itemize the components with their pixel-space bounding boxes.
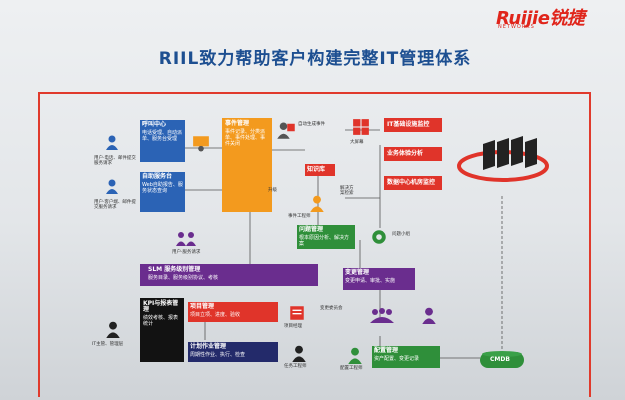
change-management-text: 变更申请、审批、实施 — [345, 278, 396, 284]
change-implementer-icon — [422, 307, 436, 324]
config-management-box[interactable]: 配置管理 资产配置、变更记录 — [372, 346, 440, 368]
brand-sub: NETWORKS — [498, 24, 535, 30]
kpi-report-text: 绩效考核、报表统计 — [143, 315, 179, 327]
diagram-frame — [38, 92, 591, 397]
infra-monitor-title: IT基础设施监控 — [387, 121, 430, 128]
self-service-text: Web自助报告、服务状态查询 — [142, 182, 183, 194]
cmdb-label: CMDB — [490, 356, 510, 363]
label-user-web: 用户·客户端、邮件提交服务请求 — [94, 200, 136, 210]
config-management-title: 配置管理 — [374, 347, 399, 354]
call-center-box: 呼叫中心 电话受理、自动派单、服务台受理 — [140, 120, 185, 162]
manager-icon — [106, 321, 120, 338]
problem-team-icon — [372, 230, 386, 244]
cmdb-database-icon[interactable] — [480, 350, 524, 370]
event-management-box: 事件管理 事件记录、分类派单、事件处理、事件关闭 — [222, 118, 272, 212]
problem-management-title: 问题管理 — [299, 226, 324, 233]
problem-management-box[interactable]: 问题管理 根本原因分析、解决方案 — [297, 225, 355, 249]
label-auto-event: 自动生成事件 — [298, 122, 325, 127]
project-management-title: 项目管理 — [190, 303, 215, 310]
slm-text: 服务目录、服务级别协议、考核 — [148, 275, 219, 281]
infra-monitor-box[interactable]: IT基础设施监控 — [384, 118, 442, 132]
call-center-text: 电话受理、自动派单、服务台受理 — [142, 130, 183, 142]
self-service-box: 自助服务台 Web自助报告、服务状态查询 — [140, 172, 185, 212]
slm-title: SLM 服务级别管理 — [148, 266, 201, 273]
self-service-title: 自助服务台 — [142, 173, 173, 180]
label-config-staff: 配置工程师 — [340, 366, 363, 371]
business-perf-title: 业务体验分析 — [387, 150, 424, 157]
brand-name: Ruijie锐捷 — [496, 8, 585, 29]
label-user-phone: 用户·电话、邮件提交服务请求 — [94, 156, 136, 166]
knowledge-base-box[interactable]: 知识库 — [305, 164, 335, 176]
dc-monitor-title: 数据中心机房监控 — [387, 179, 436, 186]
problem-management-text: 根本原因分析、解决方案 — [299, 235, 350, 247]
label-event-staff: 事件工程师 — [288, 214, 311, 219]
server-rack-icon — [457, 136, 549, 182]
label-problem-staff: 问题小组 — [392, 232, 410, 237]
dc-monitor-box[interactable]: 数据中心机房监控 — [384, 176, 442, 190]
brand-logo: Ruijie锐捷 NETWORKS — [496, 4, 616, 34]
slm-box[interactable]: SLM 服务级别管理 服务目录、服务级别协议、考核 — [140, 264, 318, 286]
service-desk-agent-icon — [193, 136, 209, 152]
kpi-report-box[interactable]: KPI与报表管理 绩效考核、报表统计 — [140, 298, 184, 362]
label-user-request: 用户·服务请求 — [172, 250, 201, 255]
call-center-title: 呼叫中心 — [142, 121, 167, 128]
user-group-icon — [176, 232, 196, 246]
config-management-text: 资产配置、变更记录 — [374, 356, 420, 362]
kpi-report-title: KPI与报表管理 — [143, 300, 179, 313]
change-management-title: 变更管理 — [345, 269, 370, 276]
change-board-icon — [370, 308, 394, 323]
knowledge-base-title: 知识库 — [307, 166, 326, 173]
alarm-operator-icon — [277, 122, 295, 139]
project-management-box[interactable]: 项目管理 项目立项、进度、验收 — [188, 302, 278, 322]
project-manager-icon — [290, 306, 304, 320]
user-icon — [106, 135, 118, 150]
user-icon — [106, 179, 118, 194]
project-management-text: 项目立项、进度、验收 — [190, 312, 241, 318]
task-engineer-icon — [292, 345, 306, 362]
event-management-title: 事件管理 — [225, 120, 250, 127]
plan-management-title: 计划作业管理 — [190, 343, 227, 350]
page-title: RIIL致力帮助客户构建完整IT管理体系 — [158, 49, 472, 69]
label-task-staff: 任务工程师 — [284, 364, 307, 369]
label-change-staff: 变更委员会 — [320, 306, 343, 311]
plan-management-box[interactable]: 计划作业管理 周期性作业、执行、检查 — [188, 342, 278, 362]
label-alert-screen: 大屏幕 — [350, 140, 364, 145]
windows-screen-icon — [353, 119, 369, 135]
event-management-text: 事件记录、分类派单、事件处理、事件关闭 — [225, 129, 266, 147]
label-project-staff: 项目经理 — [284, 324, 302, 329]
plan-management-text: 周期性作业、执行、检查 — [190, 352, 246, 358]
config-engineer-icon — [348, 347, 362, 364]
label-manager: IT主管、管理层 — [92, 342, 124, 347]
change-management-box[interactable]: 变更管理 变更申请、审批、实施 — [343, 268, 415, 290]
business-perf-box[interactable]: 业务体验分析 — [384, 147, 442, 161]
label-knowledge-search: 解决方案检索 — [340, 186, 354, 196]
event-engineer-icon — [310, 195, 324, 212]
label-upgrade: 升级 — [268, 188, 277, 193]
